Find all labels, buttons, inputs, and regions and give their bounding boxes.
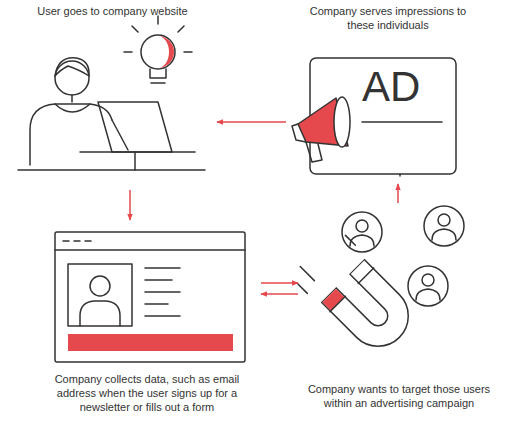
- web-form-part: [55, 232, 245, 362]
- megaphone: [292, 97, 350, 162]
- megaphone-part: [334, 97, 350, 147]
- person-at-laptop-part: [55, 58, 89, 76]
- web-form-part: [80, 301, 120, 326]
- magnet-part: [330, 268, 374, 312]
- person-icon-part: [342, 212, 382, 252]
- person-at-laptop-part: [55, 104, 90, 112]
- light-bulb-part: [150, 69, 166, 78]
- person-at-laptop: [18, 58, 205, 170]
- person-at-laptop-part: [80, 151, 195, 153]
- person-at-laptop-part: [55, 61, 89, 95]
- web-form-part: [68, 264, 132, 326]
- step-caption: Company serves impressions to these indi…: [308, 4, 468, 32]
- person-icon-part: [424, 206, 464, 246]
- person-at-laptop-part: [30, 104, 112, 165]
- web-form-part: [63, 240, 91, 242]
- person-icon-part: [350, 235, 374, 246]
- light-bulb: [124, 16, 192, 83]
- person-icon-part: [416, 289, 440, 300]
- flow-arrow: [397, 184, 399, 203]
- flow-arrow: [129, 190, 131, 220]
- step-caption: Company wants to target those users with…: [303, 382, 495, 410]
- light-bulb-part: [184, 51, 192, 53]
- light-bulb-part: [157, 16, 159, 24]
- person-icon-part: [422, 274, 434, 286]
- step-visit: User goes to company website: [10, 4, 215, 188]
- web-form-part: [55, 249, 245, 251]
- light-bulb-part: [124, 51, 132, 53]
- person-icon-part: [356, 220, 368, 232]
- person-icon-part: [432, 229, 456, 240]
- web-form-part: [68, 334, 233, 351]
- light-bulb-part: [132, 26, 138, 32]
- person-icon: [408, 266, 448, 306]
- person-icon-part: [438, 214, 450, 226]
- ad-text: AD: [362, 66, 420, 108]
- magnet-part: [329, 267, 407, 345]
- person-at-laptop-part: [71, 95, 73, 102]
- ad-board-part: [399, 174, 401, 176]
- person-at-laptop-part: [98, 102, 172, 152]
- flow-arrow: [261, 282, 298, 284]
- web-form-part: [145, 268, 180, 316]
- megaphone-part: [292, 124, 306, 142]
- web-form-part: [90, 276, 110, 296]
- light-bulb-part: [141, 35, 175, 69]
- flow-arrow: [217, 121, 286, 123]
- person-icon: [424, 206, 464, 246]
- person-icon: [342, 212, 382, 252]
- step-collect: Company collects data, such as email add…: [35, 222, 259, 414]
- megaphone-part: [306, 142, 322, 162]
- person-at-laptop-part: [112, 120, 128, 150]
- magnet-part: [290, 228, 355, 293]
- person-at-laptop-part: [134, 152, 136, 170]
- step-caption: Company collects data, such as email add…: [38, 372, 256, 414]
- ad-board-part: [362, 121, 442, 123]
- magnet-part: [329, 295, 337, 303]
- light-bulb-part: [158, 36, 174, 68]
- magnet: [290, 228, 416, 354]
- step-caption: User goes to company website: [37, 4, 187, 18]
- light-bulb-part: [151, 82, 165, 84]
- web-form: [55, 232, 245, 362]
- light-bulb-part: [178, 26, 184, 32]
- flow-arrow: [261, 293, 298, 295]
- person-at-laptop-part: [18, 169, 205, 171]
- person-icon-part: [408, 266, 448, 306]
- step-target: Company wants to target those users with…: [300, 205, 498, 410]
- magnet-part: [329, 267, 406, 344]
- step-serve: Company serves impressions to these indi…: [288, 4, 488, 182]
